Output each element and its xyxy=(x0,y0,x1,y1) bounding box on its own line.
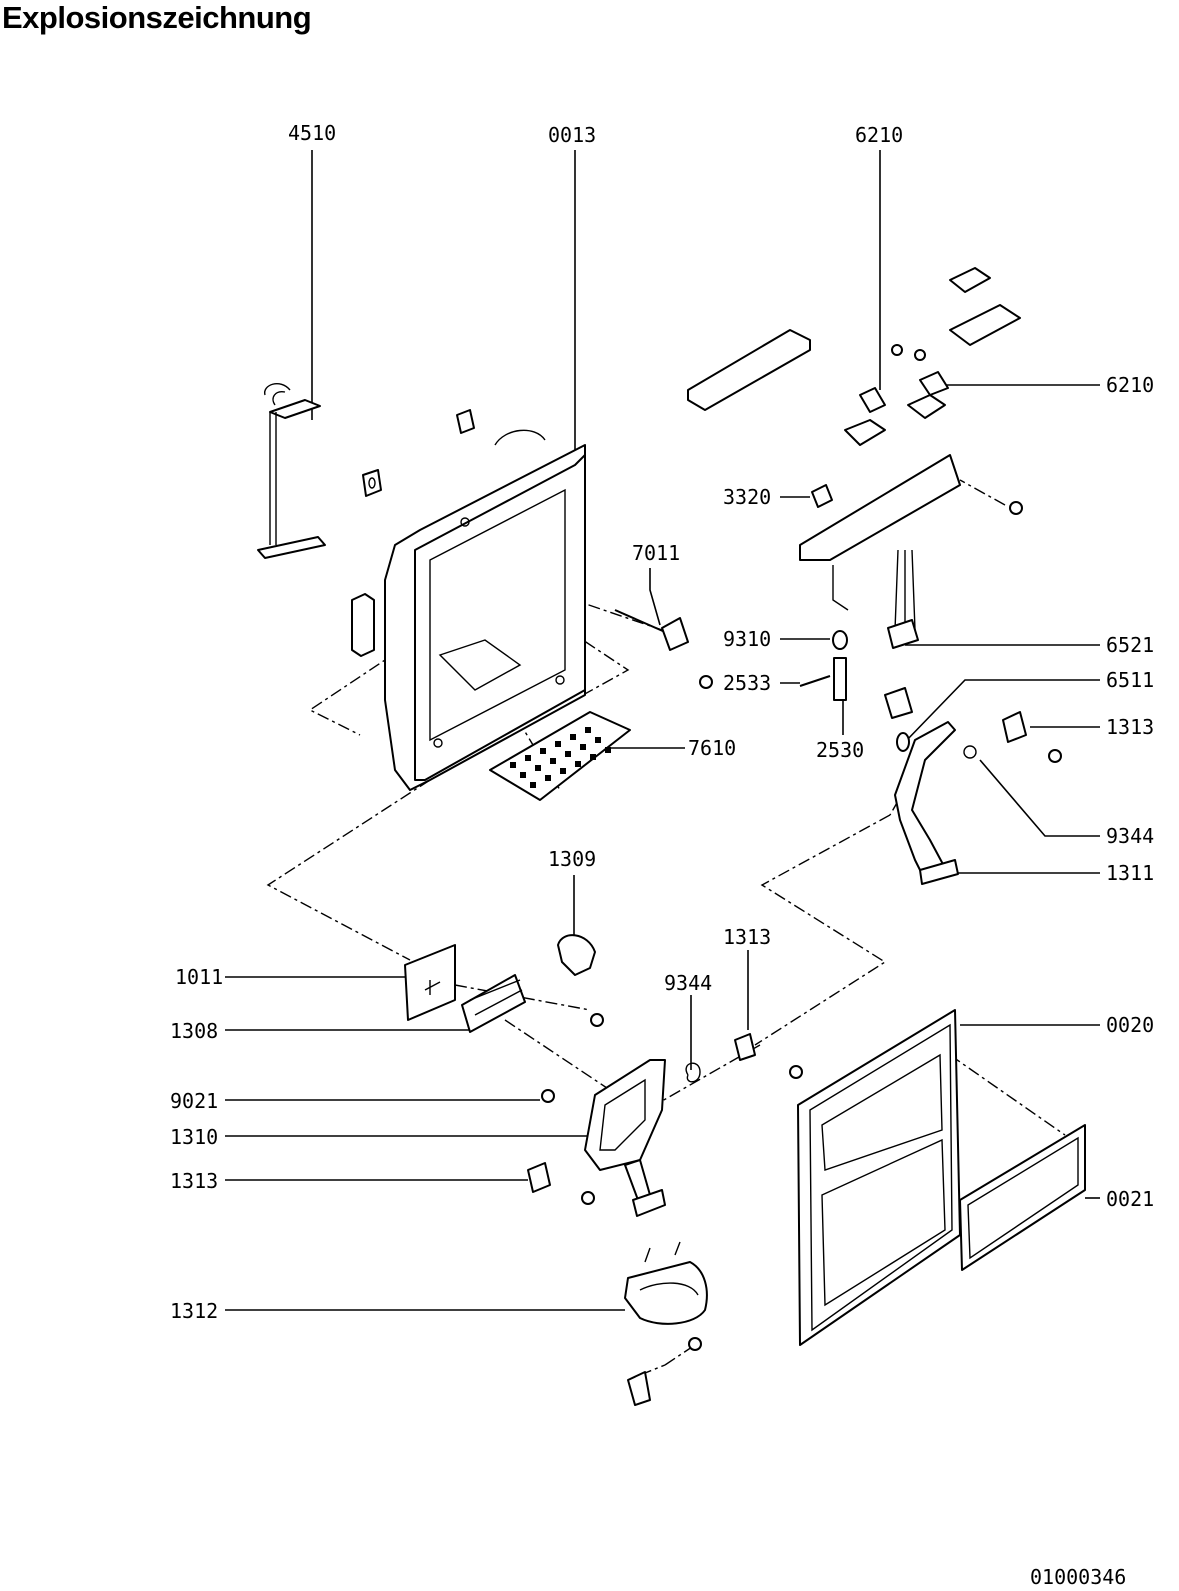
label-7610: 7610 xyxy=(688,736,736,760)
label-1313-middle: 1313 xyxy=(723,925,771,949)
part-0020-panel xyxy=(797,1009,961,1346)
label-9344-upper: 9344 xyxy=(1106,824,1154,848)
label-1313-upper: 1313 xyxy=(1106,715,1154,739)
label-1308: 1308 xyxy=(170,1019,218,1043)
label-9344-middle: 9344 xyxy=(664,971,712,995)
label-1313-lower: 1313 xyxy=(170,1169,218,1193)
label-9021: 9021 xyxy=(170,1089,218,1113)
label-4510: 4510 xyxy=(288,121,336,145)
label-6210-top: 6210 xyxy=(855,123,903,147)
part-9344-spring xyxy=(685,1062,701,1083)
part-0013-housing xyxy=(384,409,586,791)
drawing-number: 01000346 xyxy=(1030,1565,1126,1589)
part-7610-grille xyxy=(489,711,631,801)
part-6210-bracket xyxy=(687,267,1023,611)
page-title: Explosionszeichnung xyxy=(2,0,312,35)
part-4510-cable xyxy=(257,382,326,559)
label-1309: 1309 xyxy=(548,847,596,871)
part-6521-sensor xyxy=(884,549,919,752)
part-2530-valve xyxy=(799,630,848,701)
part-1313-upper xyxy=(963,711,1062,763)
label-9310: 9310 xyxy=(723,627,771,651)
part-1311-lever xyxy=(894,721,959,885)
label-1310: 1310 xyxy=(170,1125,218,1149)
part-1313-lower xyxy=(527,1162,595,1205)
label-6511: 6511 xyxy=(1106,668,1154,692)
part-1313-middle xyxy=(734,1033,803,1079)
leader-lines xyxy=(225,150,1100,1311)
part-1312-tray xyxy=(624,1241,708,1406)
label-1311: 1311 xyxy=(1106,861,1154,885)
part-1310-actuator xyxy=(541,1059,666,1217)
part-0021-plate xyxy=(959,1124,1086,1271)
label-1312: 1312 xyxy=(170,1299,218,1323)
label-6521: 6521 xyxy=(1106,633,1154,657)
label-7011: 7011 xyxy=(632,541,680,565)
part-foam-block xyxy=(351,593,375,657)
part-7011-rod xyxy=(614,609,713,689)
part-1308-holder xyxy=(461,974,604,1033)
label-2533: 2533 xyxy=(723,671,771,695)
label-0021: 0021 xyxy=(1106,1187,1154,1211)
part-small-clip xyxy=(362,469,382,497)
label-2530: 2530 xyxy=(816,738,864,762)
part-labels: 4510 0013 6210 6210 3320 7011 9310 6521 … xyxy=(170,121,1154,1589)
label-1011: 1011 xyxy=(175,965,223,989)
label-6210-right: 6210 xyxy=(1106,373,1154,397)
part-1309 xyxy=(557,934,596,976)
label-0013: 0013 xyxy=(548,123,596,147)
part-1011-cover xyxy=(404,944,456,1021)
label-0020: 0020 xyxy=(1106,1013,1154,1037)
label-3320: 3320 xyxy=(723,485,771,509)
